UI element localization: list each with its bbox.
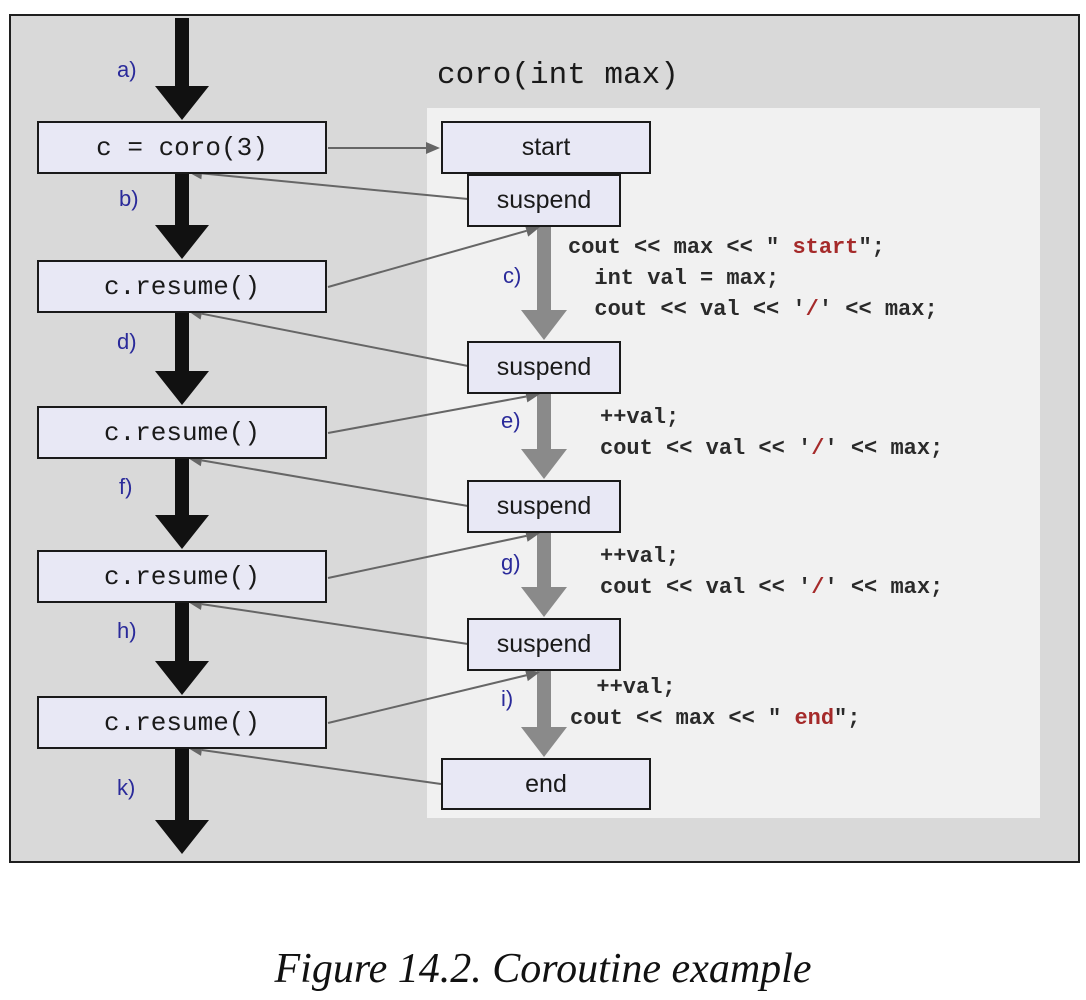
coroutine-flow-arrow-c-head [521, 310, 567, 340]
code-text: ++val; [600, 544, 680, 569]
code-line: int val = max; [568, 263, 938, 294]
coroutine-title: coro(int max) [437, 58, 679, 93]
step-label-k: k) [117, 775, 136, 800]
code-text: ' << max; [818, 297, 938, 322]
step-label-c: c) [503, 263, 522, 288]
code-line: ++val; [600, 402, 943, 433]
code-highlight: start [792, 235, 859, 260]
code-text: ++val; [570, 675, 676, 700]
connector-resume1-to-coroutine-line [327, 229, 527, 288]
code-text: int val = max; [568, 266, 780, 291]
state-suspend-3: suspend [467, 480, 621, 533]
caller-flow-arrow-b-head [155, 225, 209, 259]
connector-suspend4-to-caller-line [201, 603, 469, 645]
connector-resume2-to-coroutine-line [327, 395, 527, 434]
connector-resume1-to-coroutine-head [524, 225, 540, 237]
code-text: cout << max << " [568, 235, 793, 260]
caller-flow-arrow-b-shaft [175, 174, 189, 225]
code-text: ' << max; [824, 575, 944, 600]
connector-end-to-caller-line [201, 748, 442, 785]
caller-call-resume-3: c.resume() [37, 550, 327, 603]
coroutine-flow-arrow-g-shaft [537, 533, 551, 587]
code-text: cout << val << ' [568, 297, 806, 322]
code-text: cout << max << " [570, 706, 795, 731]
caller-flow-arrow-d-head [155, 371, 209, 405]
caller-flow-arrow-f-shaft [175, 459, 189, 515]
state-suspend-1: suspend [467, 174, 621, 227]
code-text: "; [834, 706, 861, 731]
code-line: cout << val << '/' << max; [600, 572, 943, 603]
code-line: cout << max << " start"; [568, 232, 938, 263]
caller-flow-arrow-f-head [155, 515, 209, 549]
step-label-i: i) [501, 686, 514, 711]
coroutine-flow-arrow-i-shaft [537, 671, 551, 727]
code-text: ++val; [600, 405, 680, 430]
code-text: ' << max; [824, 436, 944, 461]
code-text: "; [858, 235, 885, 260]
code-highlight: / [805, 297, 819, 322]
caller-flow-arrow-h-shaft [175, 603, 189, 661]
state-start: start [441, 121, 651, 174]
connector-resume3-to-coroutine-line [327, 534, 527, 579]
connector-suspend2-to-caller-line [201, 312, 469, 367]
caller-flow-arrow-a-shaft [175, 18, 189, 86]
code-line: cout << val << '/' << max; [600, 433, 943, 464]
code-highlight: / [811, 575, 825, 600]
code-block-c: cout << max << " start"; int val = max; … [568, 232, 938, 325]
coroutine-flow-arrow-g-head [521, 587, 567, 617]
caller-call-create: c = coro(3) [37, 121, 327, 174]
step-label-f: f) [119, 474, 133, 499]
state-suspend-4: suspend [467, 618, 621, 671]
coroutine-flow-arrow-i-head [521, 727, 567, 757]
step-label-d: d) [117, 329, 137, 354]
code-highlight: end [794, 706, 835, 731]
connector-resume4-to-coroutine-head [524, 669, 540, 682]
connector-call-to-start-head [426, 142, 440, 154]
caller-call-resume-2: c.resume() [37, 406, 327, 459]
coroutine-flow-arrow-e-shaft [537, 394, 551, 449]
caller-flow-arrow-h-head [155, 661, 209, 695]
caller-call-resume-1: c.resume() [37, 260, 327, 313]
connector-suspend1-to-caller-line [201, 172, 469, 200]
code-line: ++val; [570, 672, 860, 703]
caller-flow-arrow-d-shaft [175, 313, 189, 371]
step-label-g: g) [501, 550, 521, 575]
caller-flow-arrow-k-shaft [175, 749, 189, 820]
caller-flow-arrow-a-head [155, 86, 209, 120]
step-label-h: h) [117, 618, 137, 643]
connector-suspend3-to-caller-line [201, 459, 469, 507]
state-suspend-2: suspend [467, 341, 621, 394]
code-highlight: / [811, 436, 825, 461]
code-block-e: ++val; cout << val << '/' << max; [600, 402, 943, 464]
code-block-i: ++val; cout << max << " end"; [570, 672, 860, 734]
code-text: cout << val << ' [600, 575, 812, 600]
step-label-e: e) [501, 408, 521, 433]
state-end: end [441, 758, 651, 810]
figure-caption: Figure 14.2. Coroutine example [274, 946, 812, 992]
coroutine-flow-arrow-c-shaft [537, 227, 551, 310]
step-label-b: b) [119, 186, 139, 211]
code-text: cout << val << ' [600, 436, 812, 461]
connector-resume4-to-coroutine-line [327, 674, 527, 724]
code-line: cout << val << '/' << max; [568, 294, 938, 325]
coroutine-flow-arrow-e-head [521, 449, 567, 479]
caller-call-resume-4: c.resume() [37, 696, 327, 749]
caller-flow-arrow-k-head [155, 820, 209, 854]
step-label-a: a) [117, 57, 137, 82]
code-line: ++val; [600, 541, 943, 572]
code-line: cout << max << " end"; [570, 703, 860, 734]
code-block-g: ++val; cout << val << '/' << max; [600, 541, 943, 603]
